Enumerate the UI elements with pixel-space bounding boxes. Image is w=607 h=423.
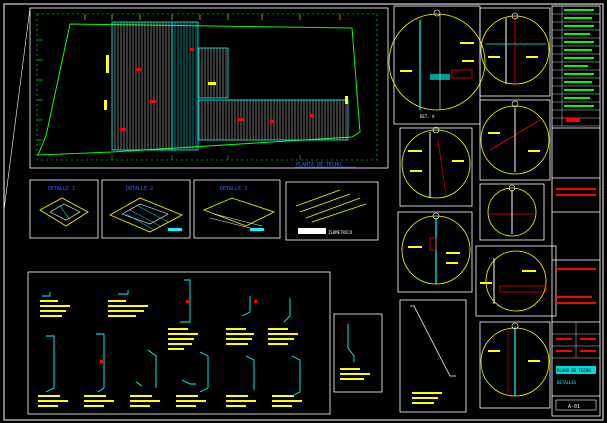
slope-section-panel [399, 299, 467, 413]
profile-small-panel [333, 313, 383, 393]
svg-text:ISOMETRICO: ISOMETRICO [328, 230, 353, 235]
plan-title: PLANTA DE TECHO [296, 162, 341, 168]
sheet-border [3, 3, 604, 421]
detail-1: DETALLE 1 [29, 179, 99, 239]
circle-details-col2 [475, 7, 557, 409]
svg-text:PLANO DE TECHO: PLANO DE TECHO [557, 368, 591, 373]
roof-plan: PLANTA DE TECHO [29, 7, 389, 169]
svg-text:DETALLE 2: DETALLE 2 [126, 186, 153, 192]
profiles-panel [27, 271, 331, 415]
detail-2: DETALLE 2 [101, 179, 191, 239]
svg-text:DETALLE 3: DETALLE 3 [220, 186, 247, 192]
circle-details-col1: DET. A [388, 5, 486, 293]
title-block: PLANO DE TECHO DETALLES A-01 [551, 5, 601, 417]
svg-text:DETALLES: DETALLES [557, 380, 577, 385]
svg-text:DETALLE 1: DETALLE 1 [48, 186, 75, 192]
svg-text:DET. A: DET. A [420, 114, 435, 119]
isometric-detail: ISOMETRICO [285, 181, 379, 241]
detail-3: DETALLE 3 [193, 179, 281, 239]
svg-text:A-01: A-01 [568, 404, 580, 410]
